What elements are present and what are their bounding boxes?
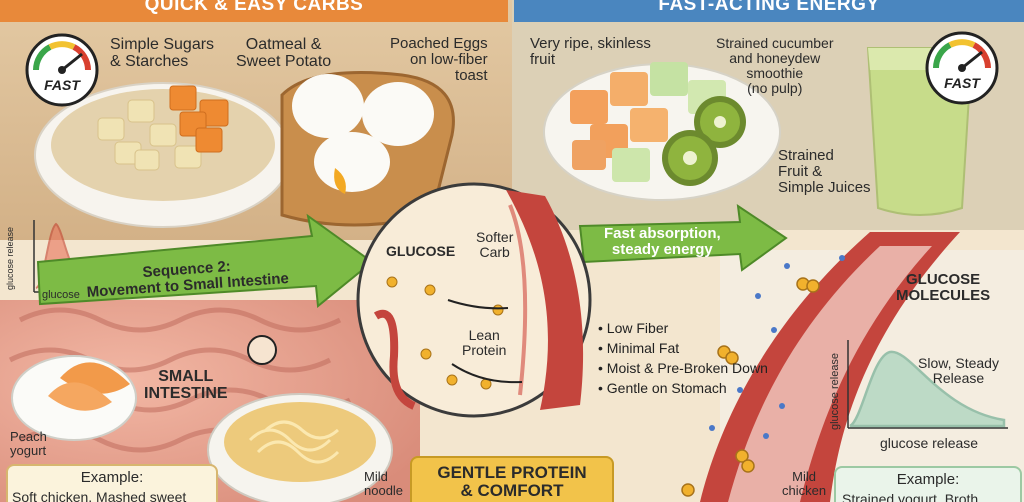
speedometer-icon: [925, 31, 999, 105]
broth: [224, 402, 376, 482]
diet-bullet-list: Low Fiber Minimal Fat Moist & Pre-Broken…: [598, 318, 768, 398]
melon-cubes: [570, 62, 726, 182]
gentle-protein-label: GENTLE PROTEIN & COMFORT: [437, 463, 587, 501]
absorption-arrow-label: Fast absorption, steady energy: [604, 225, 721, 259]
intestine-folds: [8, 307, 352, 493]
left-curve-xlabel: glucose: [42, 289, 80, 301]
poached-egg-2: [362, 82, 434, 146]
circle-softer-carb-label: Softer Carb: [476, 229, 514, 261]
villi-wall: [508, 204, 528, 396]
bullet-item: Minimal Fat: [598, 338, 768, 358]
label-smoothie: Strained cucumber and honeydew smoothie …: [716, 35, 834, 97]
label-poached-eggs: Poached Eggs on low-fiber toast: [390, 35, 488, 85]
bullet-item: Low Fiber: [598, 318, 768, 338]
circle-glucose-dots: [386, 276, 504, 390]
sequence-arrow: [36, 213, 374, 308]
example-right-text: Strained yogurt, Broth: [842, 491, 979, 502]
vessel-particles: [709, 255, 845, 439]
right-curve-steady: [849, 350, 1006, 428]
example-left-text: Soft chicken, Mashed sweet: [12, 489, 187, 502]
poached-egg-1: [292, 74, 364, 138]
banana-slices: [97, 99, 202, 171]
noodles: [248, 420, 340, 464]
banner-fast-acting-energy: FAST-ACTING ENERGY: [514, 0, 1024, 22]
example-box-left: Example: Soft chicken, Mashed sweet: [6, 464, 218, 502]
gauge-left-label: FAST: [44, 77, 80, 93]
banner-quick-easy-carbs: QUICK & EASY CARBS: [0, 0, 508, 22]
bullet-item: Gentle on Stomach: [598, 378, 768, 398]
magnifier-circle: [247, 335, 277, 365]
absorption-arrow: [578, 203, 788, 272]
example-box-right: Example: Strained yogurt, Broth: [834, 466, 1022, 502]
right-curve-xlabel: glucose release: [880, 435, 979, 451]
glucose-molecules-label: GLUCOSE MOLECULES: [896, 271, 991, 305]
label-strained-juices: Strained Fruit & Simple Juices: [778, 147, 871, 197]
egg-yolk: [334, 168, 346, 194]
label-peach-yogurt: Peach yogurt: [10, 429, 47, 459]
circle-lean-protein-label: Lean Protein: [462, 327, 507, 359]
bullet-item: Moist & Pre-Broken Down: [598, 358, 768, 378]
right-curve-label: Slow, Steady Release: [918, 355, 999, 387]
gentle-protein-box: GENTLE PROTEIN & COMFORT: [410, 456, 614, 502]
label-mild-noodle: Mild noodle: [364, 469, 404, 499]
blood-vessel-lumen: [728, 246, 932, 502]
example-right-title: Example:: [896, 471, 960, 488]
label-ripe-fruit: Very ripe, skinless fruit: [530, 35, 651, 69]
villus: [373, 309, 416, 410]
small-intestine-label: SMALL INTESTINE: [144, 368, 228, 403]
sweet-potato-cubes: [169, 85, 229, 153]
circle-glucose-label: GLUCOSE: [386, 243, 456, 259]
kiwi-slices: [662, 96, 746, 186]
left-curve-ylabel: glucose release: [5, 226, 15, 290]
label-oatmeal: Oatmeal & Sweet Potato: [236, 36, 332, 71]
circle-vessel: [506, 190, 584, 410]
peach-slice-2: [48, 382, 112, 411]
right-curve-ylabel: glucose release: [829, 352, 841, 430]
gauge-right: FAST: [924, 30, 1000, 106]
label-simple-sugars: Simple Sugars & Starches: [110, 36, 215, 71]
example-left-title: Example:: [80, 469, 144, 486]
label-mild-chicken: Mild chicken: [782, 469, 827, 499]
gauge-right-label: FAST: [944, 75, 980, 91]
gauge-left: FAST: [24, 32, 100, 108]
poached-egg-3: [314, 132, 390, 192]
speedometer-icon: [25, 33, 99, 107]
circle-arrows: [447, 299, 523, 384]
